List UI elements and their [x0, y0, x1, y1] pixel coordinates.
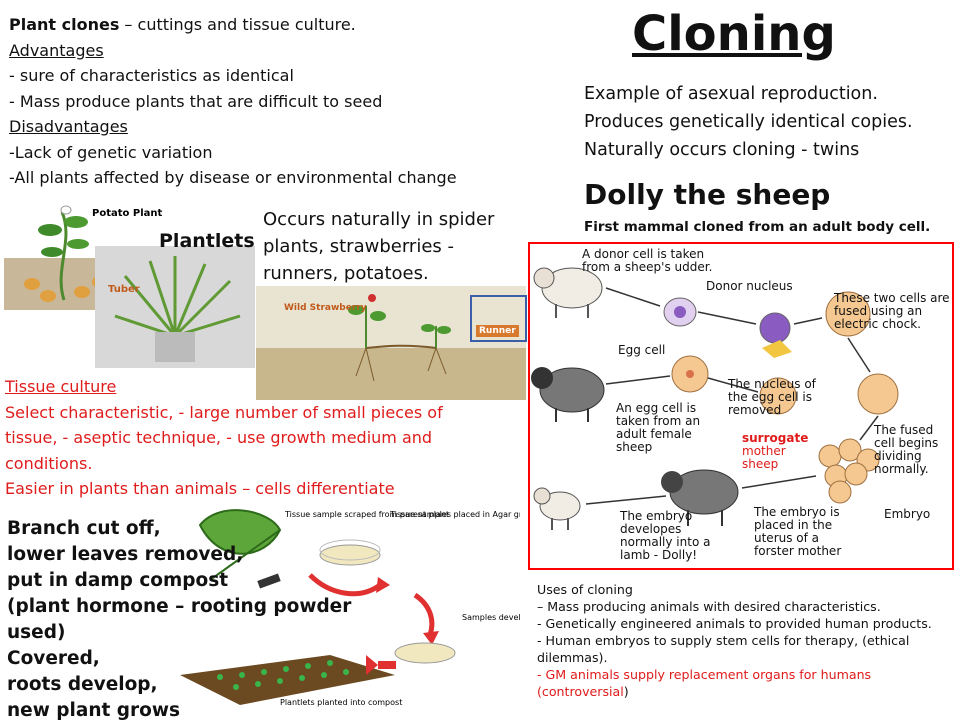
cuttings-step: Branch cut off, [7, 518, 161, 539]
embryo-label: Embryo [884, 507, 931, 521]
plantlets-label: Plantlets [159, 230, 255, 252]
advantage-item: - sure of characteristics as identical [9, 66, 294, 85]
cuttings-step: new plant grows [7, 700, 180, 721]
disadvantage-item: -Lack of genetic variation [9, 142, 213, 162]
cuttings-step: put in damp compost [7, 570, 229, 591]
plant-clones-heading-rest: – cuttings and tissue culture. [119, 15, 356, 34]
surrogate-label: surrogate mother sheep [742, 432, 822, 471]
nucleus-removed-label: The nucleus of the egg cell is removed [728, 377, 816, 417]
uses-item: - Human embryos to supply stem cells for… [537, 633, 910, 665]
strawberry-label: Wild Strawberry [284, 303, 367, 313]
plant-clones-heading: Plant clones [9, 15, 120, 34]
dividing-label: The fused cell begins dividing normally. [874, 423, 939, 476]
tissue-culture-section: Tissue culture Select characteristic, - … [5, 374, 495, 502]
fused-label: These two cells are fused using an elect… [834, 291, 950, 331]
dolly-diagram-art [531, 267, 899, 530]
potato-plant-label: Potato Plant [92, 208, 162, 219]
disadvantage-item: -All plants affected by disease or envir… [9, 168, 457, 187]
tissue-culture-note: Easier in plants than animals – cells di… [5, 479, 395, 498]
runner-label: Runner [476, 318, 519, 337]
uses-red-end: ) [623, 684, 629, 699]
uses-red-text: - GM animals supply replacement organs f… [537, 667, 872, 699]
dolly-heading: Dolly the sheep [584, 178, 831, 211]
cloning-intro: Example of asexual reproduction. Produce… [584, 80, 954, 164]
sample-label: Tissue sample scraped from parent plant [284, 510, 449, 519]
plant-clones-section: Plant clones – cuttings and tissue cultu… [9, 12, 509, 191]
disadvantages-label: Disadvantages [9, 117, 128, 136]
dolly-subtitle: First mammal cloned from an adult body c… [584, 219, 931, 235]
egg-taken-label: An egg cell is taken from an adult femal… [616, 401, 701, 454]
surrogate-rest-text: mother sheep [742, 444, 786, 471]
donor-cell-label: A donor cell is taken from a sheep's udd… [582, 247, 713, 274]
cuttings-step: roots develop, [7, 674, 158, 695]
uses-item-red: - GM animals supply replacement organs f… [537, 666, 952, 700]
runner-highlight-box [470, 295, 527, 342]
develop-label: Samples develop into tiny plantlets [462, 613, 520, 622]
plantlets-occurs-text: Occurs naturally in spider plants, straw… [263, 209, 495, 284]
advantage-item: - Mass produce plants that are difficult… [9, 91, 383, 111]
tissue-culture-body: Select characteristic, - large number of… [5, 402, 443, 473]
tuber-label-text: Tuber [108, 284, 140, 295]
cuttings-step: Covered, [7, 648, 100, 669]
agar-label: Tissue samples placed in Agar growth med… [389, 510, 520, 519]
uses-of-cloning: Uses of cloning – Mass producing animals… [537, 581, 952, 700]
page-title: Cloning [632, 6, 836, 62]
spider-plant-image [95, 246, 255, 368]
intro-line: Naturally occurs cloning - twins [584, 140, 860, 160]
uses-item: – Mass producing animals with desired ch… [537, 599, 881, 614]
runner-label-text: Runner [476, 325, 519, 337]
egg-cell-label: Egg cell [618, 343, 666, 357]
donor-nucleus-label: Donor nucleus [706, 279, 793, 293]
cuttings-step: lower leaves removed, [7, 544, 244, 565]
intro-line: Produces genetically identical copies. [584, 112, 913, 132]
uses-heading: Uses of cloning [537, 582, 633, 597]
planted-label: Plantlets planted into compost [280, 698, 402, 707]
cuttings-step: (plant hormone – rooting powder used) [7, 596, 352, 643]
placed-label: The embryo is placed in the uterus of a … [754, 505, 842, 558]
tuber-label: Tuber [108, 277, 140, 296]
tissue-culture-heading: Tissue culture [5, 377, 117, 396]
tissue-culture-diagram: Tissue sample scraped from parent plant … [180, 509, 520, 707]
surrogate-text: surrogate [742, 431, 809, 445]
intro-line: Example of asexual reproduction. [584, 84, 878, 104]
advantages-label: Advantages [9, 40, 104, 60]
dolly-diagram: A donor cell is taken from a sheep's udd… [528, 242, 954, 570]
develops-label: The embryo developes normally into a lam… [620, 509, 711, 562]
strawberry-runner-image: Wild Strawberry [256, 286, 526, 400]
uses-item: - Genetically engineered animals to prov… [537, 616, 932, 631]
cuttings-steps: Branch cut off, lower leaves removed, pu… [7, 516, 407, 724]
